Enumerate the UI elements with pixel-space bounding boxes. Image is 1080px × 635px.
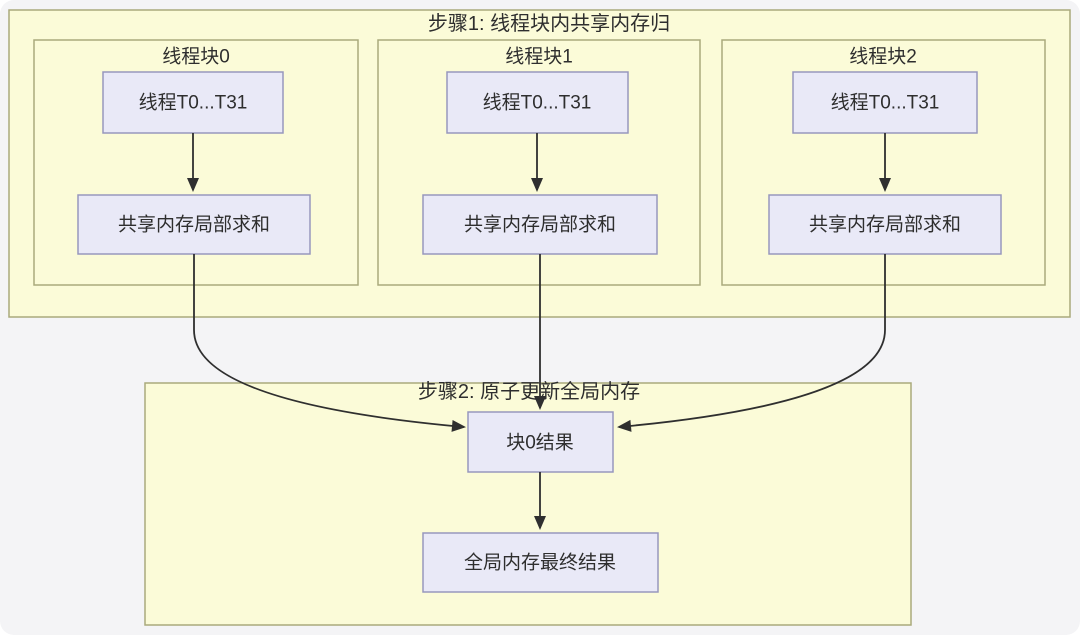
final-result-label: 全局内存最终结果	[464, 552, 616, 574]
threads-label-2: 线程T0...T31	[831, 92, 940, 114]
step1-title: 步骤1: 线程块内共享内存归	[428, 12, 670, 35]
shared-sum-label-0: 共享内存局部求和	[118, 214, 270, 236]
labels: 步骤1: 线程块内共享内存归 线程块0 线程块1 线程块2 线程T0...T31…	[118, 12, 961, 574]
thread-block-0-title: 线程块0	[162, 46, 230, 68]
shared-sum-label-2: 共享内存局部求和	[809, 214, 961, 236]
thread-block-1-title: 线程块1	[505, 46, 573, 68]
threads-label-0: 线程T0...T31	[139, 92, 248, 114]
final-result-node	[422, 532, 659, 593]
threads-label-1: 线程T0...T31	[483, 92, 592, 114]
node-boxes	[77, 71, 1002, 593]
step2-title: 步骤2: 原子更新全局内存	[418, 380, 640, 403]
threads-node-0	[102, 71, 284, 134]
threads-node-1	[446, 71, 629, 134]
arrow-sum0-to-result	[193, 254, 466, 432]
block-result-label: 块0结果	[506, 432, 574, 454]
arrows	[187, 133, 891, 530]
shared-sum-node-2	[768, 194, 1002, 255]
shared-sum-label-1: 共享内存局部求和	[464, 214, 616, 236]
arrow-sum2-to-result	[617, 254, 886, 432]
threads-node-2	[792, 71, 978, 134]
thread-block-2-title: 线程块2	[849, 46, 917, 68]
block-result-node	[467, 411, 614, 473]
shared-sum-node-0	[77, 194, 311, 255]
